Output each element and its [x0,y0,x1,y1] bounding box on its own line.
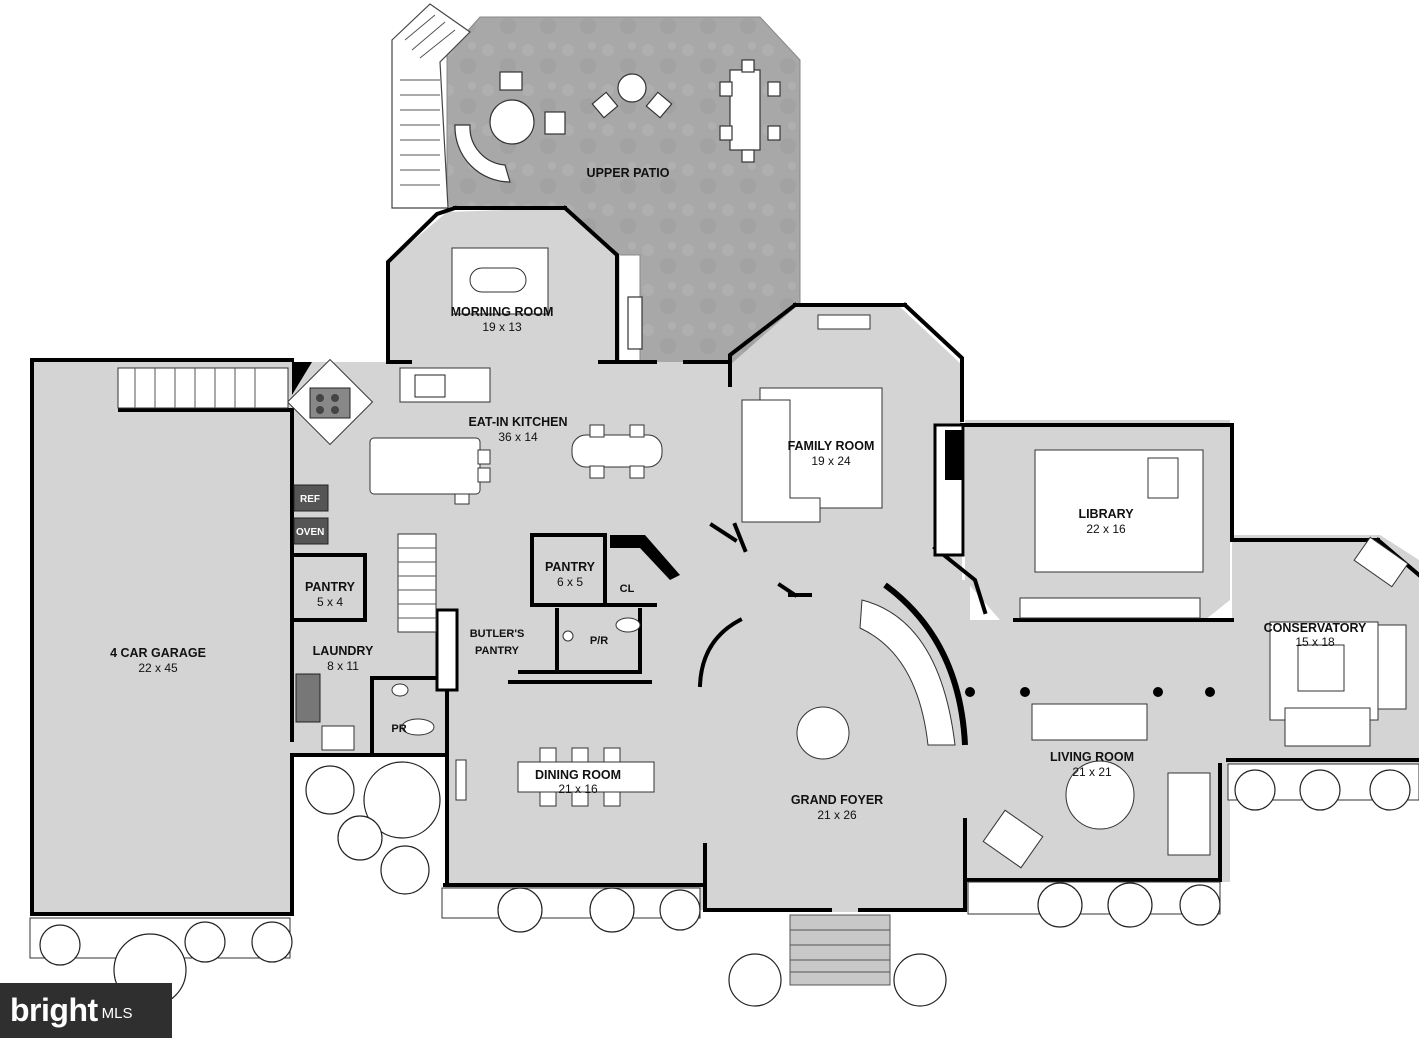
oven-label: OVEN [296,527,324,538]
dim-living-room: 21 x 21 [1072,765,1112,779]
dim-conservatory: 15 x 18 [1295,635,1335,649]
kitchen-fixtures: REF OVEN [117,358,663,751]
walls [30,205,1419,916]
upper-patio-area [391,3,801,366]
dim-garage: 22 x 45 [138,661,178,675]
label-butlers-pantry-2: PANTRY [475,645,520,657]
label-conservatory: CONSERVATORY [1264,621,1367,635]
label-garage: 4 CAR GARAGE [110,646,206,660]
dim-eat-in-kitchen: 36 x 14 [498,430,538,444]
dim-dining-room: 21 x 16 [558,782,598,796]
dim-family-room: 19 x 24 [811,454,851,468]
patio-stairs [391,3,471,209]
label-upper-patio: UPPER PATIO [587,166,670,180]
ref-label: REF [300,494,320,505]
dim-grand-foyer: 21 x 26 [817,808,857,822]
label-closet: CL [620,583,635,595]
logo-suffix: MLS [101,1005,133,1022]
dim-pantry-left: 5 x 4 [317,595,343,609]
dim-morning-room: 19 x 13 [482,320,522,334]
room-furniture [391,247,1409,869]
label-powder-room-lower: PR [391,723,406,735]
dim-library: 22 x 16 [1086,522,1126,536]
label-dining-room: DINING ROOM [535,768,621,782]
label-family-room: FAMILY ROOM [788,439,875,453]
label-pantry-left: PANTRY [305,580,356,594]
label-eat-in-kitchen: EAT-IN KITCHEN [468,415,567,429]
label-living-room: LIVING ROOM [1050,750,1134,764]
label-laundry: LAUNDRY [313,644,374,658]
label-pantry-center: PANTRY [545,560,596,574]
logo-brand: bright [10,992,98,1028]
label-morning-room: MORNING ROOM [451,305,554,319]
room-labels: UPPER PATIO MORNING ROOM 19 x 13 EAT-IN … [110,166,1367,822]
dim-laundry: 8 x 11 [327,659,359,673]
label-butlers-pantry: BUTLER'S [470,628,525,640]
dim-pantry-center: 6 x 5 [557,575,583,589]
label-library: LIBRARY [1078,507,1134,521]
bright-mls-logo: bright MLS [0,983,172,1038]
label-powder-room-upper: P/R [590,635,608,647]
patio-furniture [454,59,781,350]
label-grand-foyer: GRAND FOYER [791,793,883,807]
